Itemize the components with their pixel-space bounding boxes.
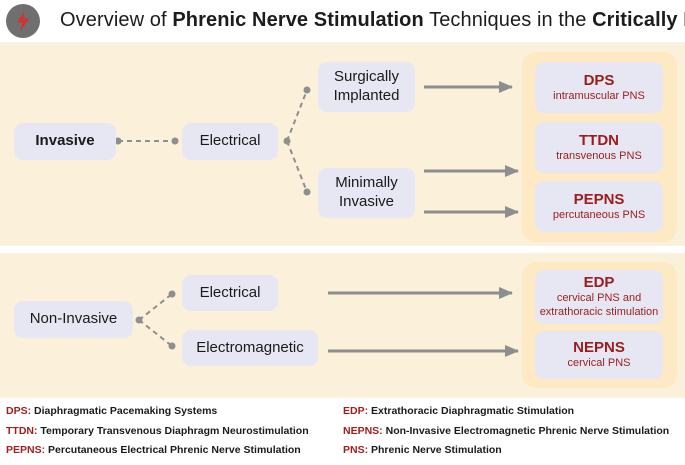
legend-item-edp: EDP: Extrathoracic Diaphragmatic Stimula… bbox=[343, 405, 574, 417]
lightning-bolt-glyph bbox=[17, 11, 29, 31]
surgically-implanted-line2: Implanted bbox=[333, 87, 400, 104]
output-ttdn: TTDN transvenous PNS bbox=[535, 122, 663, 173]
title-part-4: Critically Ill bbox=[592, 9, 685, 31]
output-nepns-desc: cervical PNS bbox=[567, 357, 631, 370]
noninvasive-electrical-label: Electrical bbox=[199, 283, 261, 301]
invasive-electrical-label: Electrical bbox=[199, 132, 261, 150]
title-part-3: Techniques in the bbox=[423, 9, 593, 31]
header: Overview of Phrenic Nerve Stimulation Te… bbox=[0, 0, 685, 42]
minimally-invasive-line2: Invasive bbox=[338, 193, 395, 210]
title-part-1: Overview of bbox=[60, 9, 173, 31]
legend-footer bbox=[0, 398, 685, 465]
legend-key: TTDN: bbox=[6, 425, 38, 437]
output-ttdn-desc: transvenous PNS bbox=[556, 149, 642, 162]
legend-value: Non-Invasive Electromagnetic Phrenic Ner… bbox=[385, 425, 670, 437]
invasive-label: Invasive bbox=[35, 132, 95, 150]
legend-key: NEPNS: bbox=[343, 425, 383, 437]
output-edp-desc-line1: cervical PNS and bbox=[556, 292, 642, 305]
output-dps-abbr: DPS bbox=[583, 71, 615, 89]
noninvasive-electrical-node: Electrical bbox=[182, 275, 278, 311]
output-pepns-desc: percutaneous PNS bbox=[552, 208, 646, 221]
output-pepns-abbr: PEPNS bbox=[573, 190, 625, 208]
minimally-invasive-line1: Minimally bbox=[335, 174, 398, 192]
legend-value: Extrathoracic Diaphragmatic Stimulation bbox=[371, 405, 575, 417]
legend-key: PEPNS: bbox=[6, 444, 46, 456]
electromagnetic-label: Electromagnetic bbox=[196, 338, 304, 356]
invasive-electrical-node: Electrical bbox=[182, 123, 278, 160]
legend-item-ttdn: TTDN: Temporary Transvenous Diaphragm Ne… bbox=[6, 425, 309, 437]
surgically-implanted-node: Surgically Implanted bbox=[318, 62, 415, 112]
lightning-bolt-icon bbox=[6, 4, 40, 38]
legend-key: DPS: bbox=[6, 405, 32, 417]
output-nepns: NEPNS cervical PNS bbox=[535, 331, 663, 379]
output-ttdn-abbr: TTDN bbox=[579, 131, 619, 149]
legend-value: Phrenic Nerve Stimulation bbox=[371, 444, 502, 456]
output-pepns: PEPNS percutaneous PNS bbox=[535, 181, 663, 232]
output-dps-desc: intramuscular PNS bbox=[553, 89, 645, 102]
legend-value: Diaphragmatic Pacemaking Systems bbox=[34, 405, 218, 417]
panel-divider bbox=[0, 246, 685, 253]
title-part-2: Phrenic Nerve Stimulation bbox=[172, 9, 424, 31]
output-edp-desc-line2: extrathoracic stimulation bbox=[539, 306, 659, 318]
legend-key: EDP: bbox=[343, 405, 369, 417]
minimally-invasive-node: Minimally Invasive bbox=[318, 168, 415, 218]
legend-value: Percutaneous Electrical Phrenic Nerve St… bbox=[48, 444, 301, 456]
electromagnetic-node: Electromagnetic bbox=[182, 330, 318, 366]
output-dps: DPS intramuscular PNS bbox=[535, 62, 663, 113]
page-title: Overview of Phrenic Nerve Stimulation Te… bbox=[60, 9, 685, 32]
legend-value: Temporary Transvenous Diaphragm Neurosti… bbox=[40, 425, 309, 437]
output-edp: EDP cervical PNS and extrathoracic stimu… bbox=[535, 270, 663, 324]
output-nepns-abbr: NEPNS bbox=[573, 339, 625, 357]
surgically-implanted-line1: Surgically bbox=[333, 68, 400, 86]
invasive-node: Invasive bbox=[14, 123, 116, 160]
legend-key: PNS: bbox=[343, 444, 369, 456]
noninvasive-node: Non-Invasive bbox=[14, 301, 133, 338]
legend-item-pns: PNS: Phrenic Nerve Stimulation bbox=[343, 444, 502, 456]
output-edp-abbr: EDP bbox=[583, 274, 615, 292]
legend-item-nepns: NEPNS: Non-Invasive Electromagnetic Phre… bbox=[343, 425, 669, 437]
legend-item-dps: DPS: Diaphragmatic Pacemaking Systems bbox=[6, 405, 217, 417]
legend-item-pepns: PEPNS: Percutaneous Electrical Phrenic N… bbox=[6, 444, 301, 456]
noninvasive-label: Non-Invasive bbox=[29, 310, 118, 328]
